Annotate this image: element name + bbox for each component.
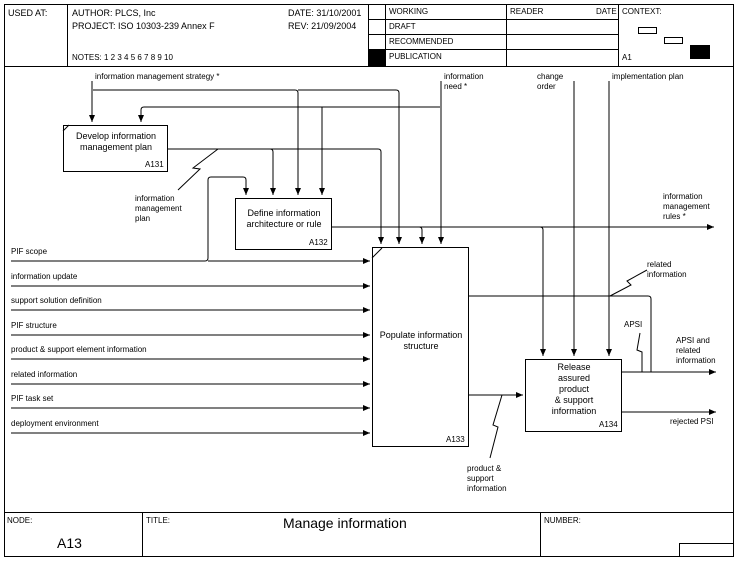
control-implementation-plan: implementation plan [612,72,684,81]
box-a131-line: Develop information [75,131,157,141]
box-a134[interactable]: Release assured product & support inform… [526,362,622,417]
box-a133-line: structure [403,341,439,351]
used-at-label: USED AT: [8,8,48,18]
box-a131-outline [63,125,168,172]
control-info-mgmt-strategy: information management strategy * [95,72,220,81]
box-a132[interactable]: Define information architecture or rule [236,208,332,230]
rev-field: REV: 21/09/2004 [288,21,357,31]
box-a132-line: architecture or rule [246,219,322,229]
title-label: TITLE: [146,516,171,525]
box-a134-line: & support [554,395,594,405]
box-a134-line: information [551,406,597,416]
input-label: related information [11,370,78,379]
input-label: information update [11,272,78,281]
box-a132-line: Define information [247,208,321,218]
context-node: A1 [622,53,632,62]
box-a134-line: assured [557,373,591,383]
input-label: support solution definition [11,296,102,305]
number-label: NUMBER: [544,516,581,525]
notes-field: NOTES: 1 2 3 4 5 6 7 8 9 10 [72,53,173,62]
input-label: PIF scope [11,247,48,256]
output-rejected-psi: rejected PSI [670,417,714,426]
box-a134-id: A134 [599,420,618,429]
box-a134-line: product [558,384,590,394]
box-a133-line: Populate information [379,330,463,340]
input-label: deployment environment [11,419,99,428]
input-label: PIF task set [11,394,54,403]
label-apsi: APSI [624,320,643,329]
box-a132-outline [235,198,332,250]
node-value: A13 [57,535,82,551]
frame-border [4,4,734,557]
context-current-node-box [690,45,710,59]
diagram-title: Manage information [283,515,407,531]
box-a134-line: Release [557,362,591,372]
author-field: AUTHOR: PLCS, Inc [72,8,156,18]
context-label: CONTEXT: [622,7,662,16]
status-publication[interactable]: PUBLICATION [389,52,442,61]
project-field: PROJECT: ISO 10303-239 Annex F [72,21,215,31]
box-a133-outline [372,247,469,447]
reader-date-label: DATE [596,7,617,16]
box-a134-outline [525,359,622,432]
status-draft[interactable]: DRAFT [389,22,416,31]
box-a133[interactable]: Populate information structure [373,330,469,352]
box-a131-id: A131 [145,160,164,169]
box-a131-line: management plan [79,142,153,152]
node-label: NODE: [7,516,33,525]
status-working[interactable]: WORKING [389,7,429,16]
box-a131[interactable]: Develop information management plan [64,131,168,153]
publication-status-marker [369,50,385,66]
box-a132-id: A132 [309,238,328,247]
reader-label: READER [510,7,544,16]
input-label: product & support element information [11,345,147,354]
input-label: PIF structure [11,321,57,330]
box-a133-id: A133 [446,435,465,444]
status-recommended[interactable]: RECOMMENDED [389,37,454,46]
date-field: DATE: 31/10/2001 [288,8,362,18]
